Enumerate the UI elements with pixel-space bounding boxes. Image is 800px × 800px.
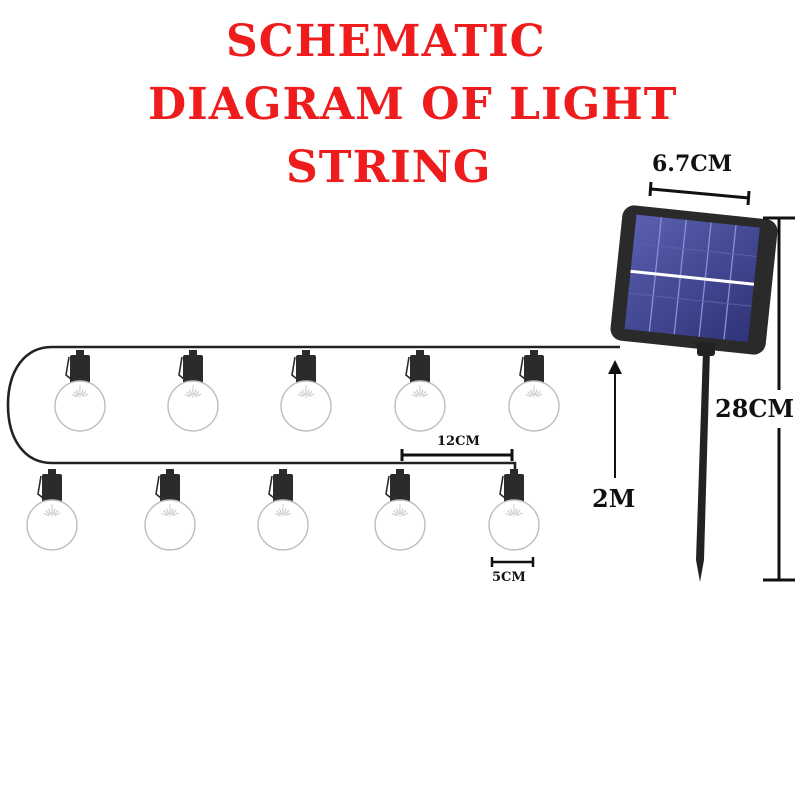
stake-height-label: 28CM xyxy=(715,394,795,423)
bulb-top-4 xyxy=(394,350,446,432)
title-line-1: SCHEMATIC xyxy=(226,16,546,67)
string-wire xyxy=(6,345,540,474)
bulb-size-label: 5CM xyxy=(492,570,526,585)
bulb-socket xyxy=(70,355,90,385)
bulb-globe xyxy=(488,499,540,551)
bulb-bottom-5 xyxy=(488,469,540,551)
bulb-top-1 xyxy=(54,350,106,432)
bulb-bottom-2 xyxy=(144,469,196,551)
title-line-2: DIAGRAM OF LIGHT xyxy=(148,79,678,130)
bulb-globe xyxy=(167,380,219,432)
bulb-socket xyxy=(160,474,180,504)
bulb-bottom-1 xyxy=(26,469,78,551)
bulb-globe xyxy=(26,499,78,551)
bulb-socket xyxy=(504,474,524,504)
cable-length-label: 2M xyxy=(592,484,636,513)
solar-panel xyxy=(610,205,778,355)
bulb-socket xyxy=(524,355,544,385)
bulb-spacing-dimension xyxy=(400,449,514,461)
bulb-globe xyxy=(257,499,309,551)
bulb-bottom-4 xyxy=(374,469,426,551)
bulb-socket xyxy=(296,355,316,385)
bulb-globe xyxy=(394,380,446,432)
panel-width-dimension xyxy=(648,181,751,206)
bulb-globe xyxy=(144,499,196,551)
bulb-bottom-3 xyxy=(257,469,309,551)
stake-collar xyxy=(697,342,715,356)
panel-width-label: 6.7CM xyxy=(652,151,733,177)
bulb-top-5 xyxy=(508,350,560,432)
bulb-row-bottom xyxy=(26,469,540,551)
bulb-socket xyxy=(410,355,430,385)
bulb-size-dimension xyxy=(490,557,535,567)
panel-busbar xyxy=(630,269,755,286)
bulb-row-top xyxy=(54,350,560,432)
bulb-globe xyxy=(508,380,560,432)
bulb-socket xyxy=(273,474,293,504)
bulb-top-3 xyxy=(280,350,332,432)
cable-length-arrow xyxy=(608,360,622,478)
stake-height-dimension xyxy=(763,216,795,582)
bulb-top-2 xyxy=(167,350,219,432)
ground-stake xyxy=(696,350,710,582)
bulb-socket xyxy=(183,355,203,385)
title-line-3: STRING xyxy=(286,142,492,193)
bulb-globe xyxy=(54,380,106,432)
bulb-socket xyxy=(42,474,62,504)
bulb-spacing-label: 12CM xyxy=(437,434,480,449)
bulb-globe xyxy=(374,499,426,551)
bulb-globe xyxy=(280,380,332,432)
bulb-socket xyxy=(390,474,410,504)
